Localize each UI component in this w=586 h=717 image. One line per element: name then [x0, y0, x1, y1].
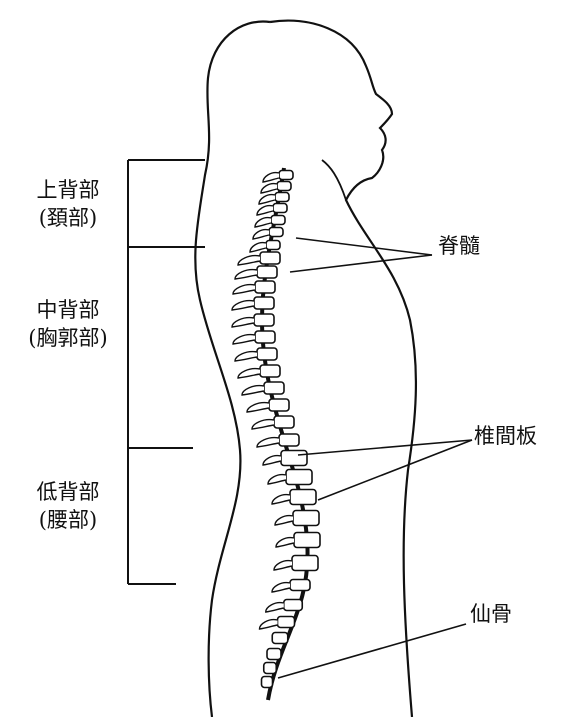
- spinous-process: [233, 335, 255, 344]
- vertebra: [286, 470, 312, 485]
- spinous-process: [266, 603, 284, 612]
- spinous-process: [252, 420, 274, 429]
- vertebra: [269, 228, 283, 237]
- callout-discs: 椎間板: [474, 422, 537, 450]
- neck-outline: [322, 160, 346, 200]
- vertebra: [275, 193, 289, 202]
- spinous-process: [233, 285, 255, 294]
- spinous-process: [250, 243, 266, 252]
- vertebra: [267, 649, 281, 660]
- vertebra: [255, 281, 275, 293]
- vertebra: [279, 171, 293, 180]
- spinous-process: [255, 218, 271, 227]
- spinous-process: [268, 475, 286, 484]
- spinous-process: [238, 256, 260, 265]
- leader-discs-1: [298, 440, 472, 455]
- vertebrae-group: [232, 171, 320, 688]
- spinous-process: [261, 184, 277, 193]
- vertebra: [290, 490, 316, 505]
- spinous-process: [238, 369, 260, 378]
- vertebra: [255, 331, 275, 343]
- vertebra: [272, 633, 288, 644]
- vertebra: [254, 314, 274, 326]
- region-lower-sub: (腰部): [18, 506, 118, 534]
- region-upper-name: 上背部: [18, 176, 118, 204]
- vertebra: [260, 252, 280, 264]
- region-label-lower: 低背部 (腰部): [18, 478, 118, 534]
- leader-discs-2: [318, 440, 472, 500]
- spinous-process: [235, 352, 257, 361]
- vertebra: [266, 241, 280, 250]
- vertebra: [294, 533, 320, 548]
- spinous-process: [232, 318, 254, 327]
- leader-spinal-cord-2: [290, 255, 432, 272]
- region-label-upper: 上背部 (頚部): [18, 176, 118, 232]
- region-upper-sub: (頚部): [18, 204, 118, 232]
- vertebra: [273, 204, 287, 213]
- region-middle-sub: (胸郭部): [8, 324, 128, 352]
- spinous-process: [272, 495, 290, 504]
- vertebra: [292, 556, 318, 571]
- spinous-process: [263, 456, 281, 465]
- region-lower-name: 低背部: [18, 478, 118, 506]
- vertebra: [281, 451, 307, 466]
- vertebra: [257, 266, 277, 278]
- vertebra: [290, 580, 310, 591]
- region-middle-name: 中背部: [8, 296, 128, 324]
- spinous-process: [259, 195, 275, 204]
- vertebra: [284, 600, 303, 611]
- callout-spinal-cord: 脊髓: [438, 232, 480, 260]
- vertebra: [271, 216, 285, 225]
- vertebra: [264, 382, 284, 394]
- leader-spinal-cord-1: [296, 238, 432, 255]
- spinous-process: [257, 438, 279, 447]
- spinous-process: [242, 386, 264, 395]
- vertebra: [293, 511, 319, 526]
- vertebra: [254, 297, 274, 309]
- spinous-process: [232, 301, 254, 310]
- leader-sacrum: [278, 624, 466, 678]
- spinous-process: [276, 538, 294, 547]
- spinous-process: [260, 620, 278, 629]
- spinous-process: [257, 206, 273, 215]
- vertebra: [269, 399, 289, 411]
- region-bracket: [128, 160, 205, 584]
- vertebra: [274, 416, 294, 428]
- region-label-middle: 中背部 (胸郭部): [8, 296, 128, 352]
- callout-sacrum: 仙骨: [470, 600, 512, 628]
- spinous-process: [235, 270, 257, 279]
- vertebra: [264, 663, 277, 674]
- vertebra: [277, 182, 291, 191]
- vertebra: [260, 365, 280, 377]
- spinous-process: [272, 583, 290, 592]
- spinous-process: [275, 516, 293, 525]
- vertebra: [278, 617, 295, 628]
- spinous-process: [274, 561, 292, 570]
- vertebra: [262, 677, 273, 688]
- spinous-process: [247, 403, 269, 412]
- vertebra: [279, 434, 299, 446]
- spinous-process: [263, 173, 279, 182]
- vertebra: [257, 348, 277, 360]
- body-outline-front: [270, 21, 416, 717]
- spinous-process: [253, 230, 269, 239]
